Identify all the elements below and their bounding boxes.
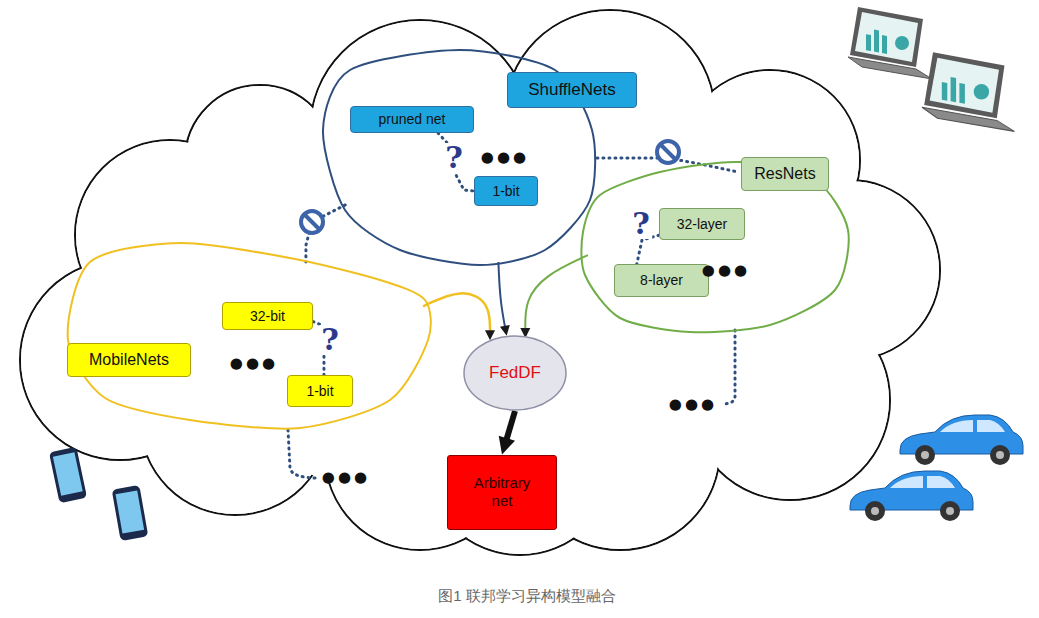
- node-label: 32-bit: [250, 308, 285, 325]
- ellipsis-dots: ●●●: [481, 150, 529, 165]
- phone-icon: [49, 447, 87, 504]
- figure-caption: 图1 联邦学习异构模型融合: [438, 587, 616, 606]
- cloud-outline: [20, 10, 940, 555]
- node-label: pruned net: [379, 111, 446, 128]
- group-header: ShuffleNets: [507, 72, 637, 108]
- model-box: 1-bit: [287, 375, 353, 407]
- model-box: 32-layer: [659, 208, 745, 240]
- connector-line: [423, 293, 490, 333]
- car-icon: [900, 415, 1023, 465]
- car-icon: [850, 471, 973, 521]
- model-box: pruned net: [350, 106, 474, 133]
- laptop-icon: [848, 7, 932, 79]
- group-header: ResNets: [741, 157, 829, 191]
- connector-line: [637, 235, 659, 264]
- connector: [637, 235, 659, 264]
- region-outline: [60, 235, 432, 433]
- ellipsis-dots: ●●●: [230, 356, 278, 371]
- connector: [438, 133, 474, 191]
- output-box: Arbitrary net: [447, 455, 557, 530]
- connector-line: [438, 133, 474, 191]
- arrowhead: [499, 436, 515, 455]
- node-label: Arbitrary net: [466, 474, 538, 510]
- model-family-region: 32-layer 8-layer ResNets: [578, 155, 853, 337]
- model-family-region: 32-bit 1-bit MobileNets: [60, 235, 432, 433]
- connector: [423, 293, 495, 340]
- node-label: 1-bit: [492, 183, 519, 200]
- laptop-icon: [922, 52, 1014, 131]
- group-header: MobileNets: [67, 343, 191, 377]
- question-mark: ?: [319, 325, 341, 355]
- model-box: 8-layer: [614, 264, 709, 297]
- connector: [498, 262, 509, 336]
- question-mark: ?: [630, 209, 652, 239]
- ellipsis-dots: ●●●: [702, 263, 750, 278]
- node-label: 1-bit: [306, 383, 333, 400]
- ellipsis-dots: ●●●: [669, 397, 717, 412]
- ban-symbol: [301, 211, 323, 233]
- phone-icon: [112, 485, 149, 541]
- region-outline-path: [68, 243, 431, 429]
- fusion-ellipse: FedDF: [463, 335, 567, 411]
- model-box: 1-bit: [474, 176, 538, 206]
- connector: [499, 411, 515, 455]
- model-box: 32-bit: [222, 302, 313, 330]
- ban-symbol: [657, 141, 679, 163]
- connector-line: [525, 255, 588, 331]
- ellipse-shape: [464, 336, 566, 410]
- connector: [520, 255, 588, 338]
- node-label: 8-layer: [640, 272, 683, 289]
- arrowhead: [500, 325, 510, 336]
- node-label: 32-layer: [677, 216, 728, 233]
- connector-line: [498, 262, 505, 329]
- node-label: FedDF: [489, 363, 541, 383]
- cloud-fill: [21, 11, 939, 554]
- question-mark: ?: [443, 143, 465, 173]
- ellipsis-dots: ●●●: [322, 470, 370, 485]
